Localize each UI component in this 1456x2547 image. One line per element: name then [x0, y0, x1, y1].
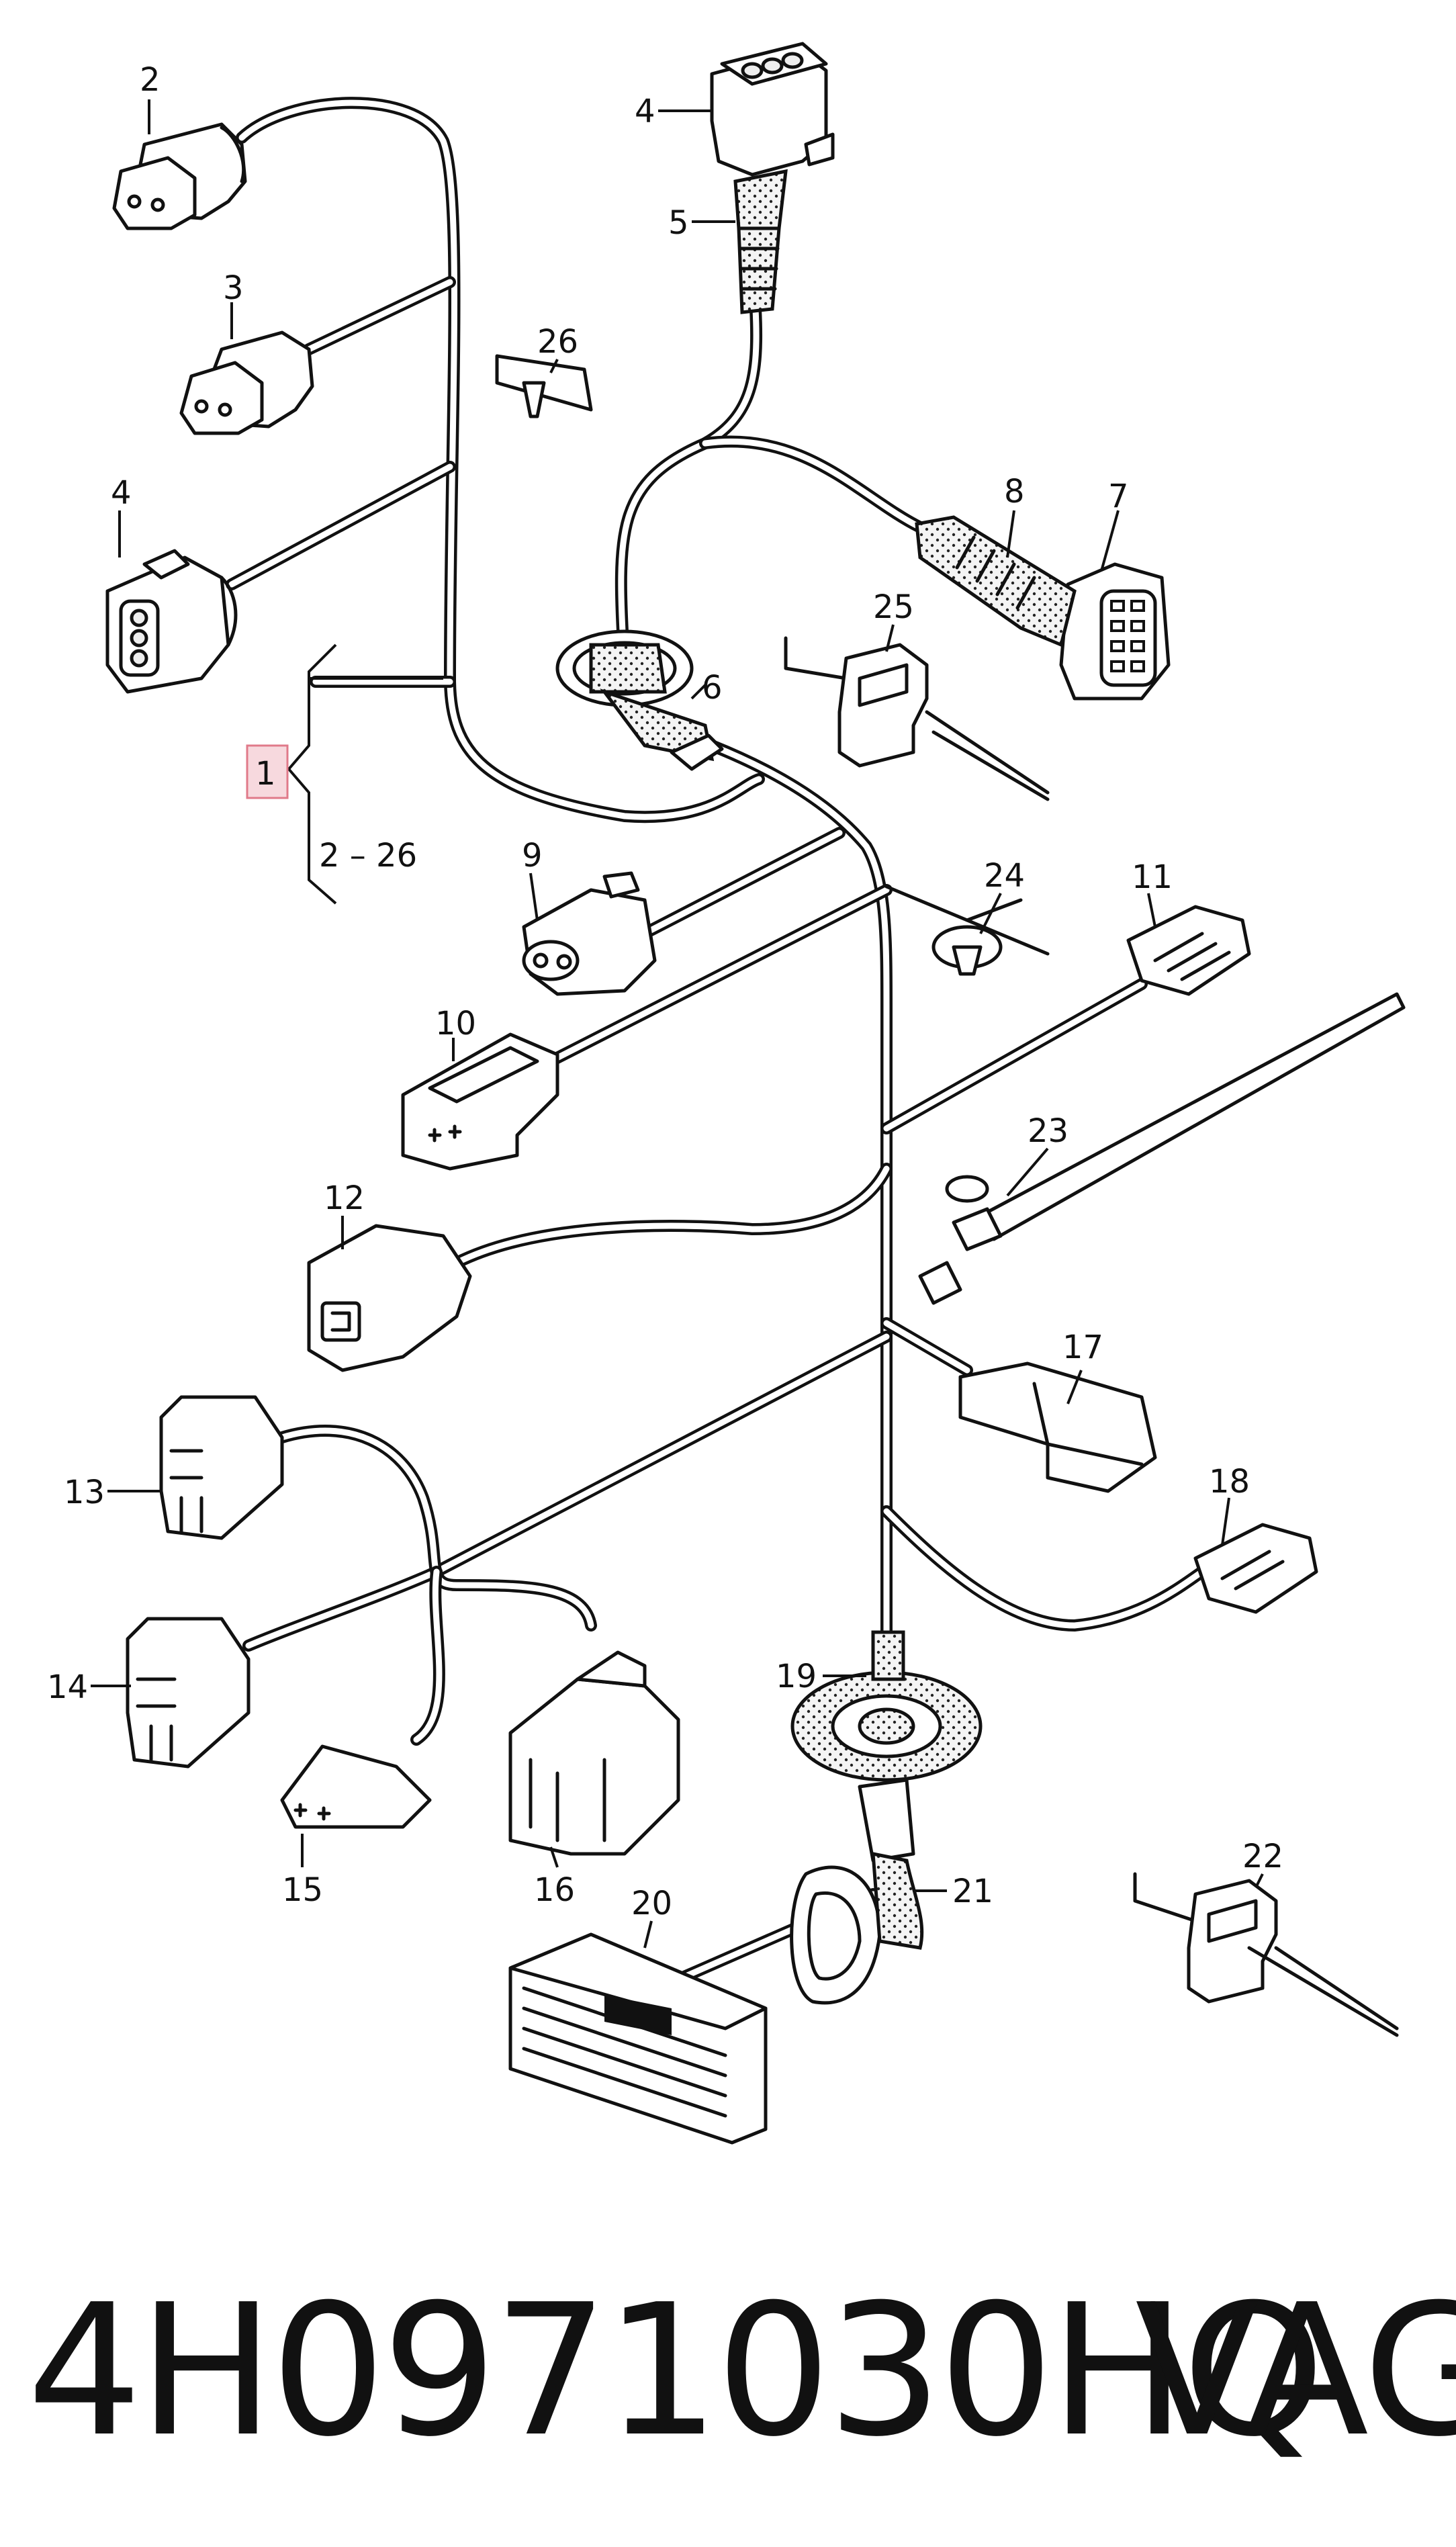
connector-16 — [508, 1650, 680, 1856]
brand-name: VAG — [1135, 2265, 1456, 2476]
connector-2 — [112, 122, 247, 230]
grommet-19 — [790, 1630, 983, 1863]
leader-lines — [91, 99, 1264, 1949]
connector-18 — [1193, 1523, 1318, 1614]
callout-15: 15 — [282, 1871, 323, 1909]
callout-5: 5 — [668, 204, 689, 242]
callout-8: 8 — [1004, 473, 1025, 510]
connector-15 — [280, 1744, 432, 1829]
callout-9: 9 — [522, 837, 543, 875]
cable-tie-23 — [918, 992, 1406, 1305]
callout-1: 1 — [255, 755, 276, 793]
connector-14 — [126, 1617, 251, 1769]
connector-3 — [179, 330, 314, 435]
callout-17: 17 — [1062, 1329, 1103, 1366]
grommet-21 — [790, 1851, 924, 2005]
boot-5 — [733, 169, 788, 314]
callout-26: 26 — [537, 323, 578, 361]
callout-10: 10 — [435, 1005, 476, 1042]
callout-3: 3 — [223, 269, 244, 307]
callout-23: 23 — [1028, 1112, 1068, 1150]
connector-17 — [958, 1361, 1157, 1493]
connector-7 — [1059, 562, 1171, 701]
connector-12 — [307, 1224, 472, 1372]
callout-19: 19 — [776, 1658, 817, 1695]
clip-24 — [884, 885, 1050, 976]
callout-22: 22 — [1242, 1838, 1283, 1875]
connector-4-top — [710, 42, 835, 177]
connector-4-left — [105, 549, 238, 694]
highlight-box — [246, 744, 289, 799]
callout-1-bracket — [246, 643, 443, 905]
callout-labels: 2 3 4 4 5 6 7 8 9 10 11 12 13 14 15 16 1… — [47, 61, 1283, 1922]
callout-4-top: 4 — [635, 93, 655, 130]
connector-20 — [508, 1932, 768, 2145]
harness-wires — [226, 97, 1208, 1994]
callout-13: 13 — [64, 1474, 105, 1511]
callout-18: 18 — [1209, 1463, 1250, 1501]
callout-6: 6 — [702, 669, 723, 707]
callout-7: 7 — [1108, 478, 1129, 515]
clip-22 — [1133, 1872, 1399, 2037]
connector-11 — [1126, 905, 1251, 996]
callout-1-range: 2 – 26 — [319, 837, 417, 875]
wiring-harness-diagram: 2 3 4 4 5 6 7 8 9 10 11 12 13 14 15 16 1… — [47, 42, 1406, 2145]
callout-11: 11 — [1132, 858, 1173, 896]
callout-21: 21 — [952, 1873, 993, 1910]
part-number: 4H0971030HQ — [27, 2265, 1325, 2476]
callout-20: 20 — [631, 1885, 672, 1922]
clip-26 — [495, 354, 593, 418]
callout-14: 14 — [47, 1668, 88, 1706]
grommet-6 — [555, 629, 724, 771]
connector-13 — [159, 1395, 284, 1540]
callout-4-left: 4 — [111, 474, 132, 512]
callout-25: 25 — [873, 588, 914, 626]
callout-16: 16 — [534, 1871, 575, 1909]
callout-24: 24 — [984, 857, 1025, 895]
connector-10 — [401, 1032, 559, 1171]
boot-8 — [915, 515, 1077, 647]
callout-12: 12 — [324, 1179, 365, 1217]
connector-9 — [522, 871, 657, 996]
callout-2: 2 — [140, 61, 161, 99]
clip-25 — [784, 636, 1050, 801]
